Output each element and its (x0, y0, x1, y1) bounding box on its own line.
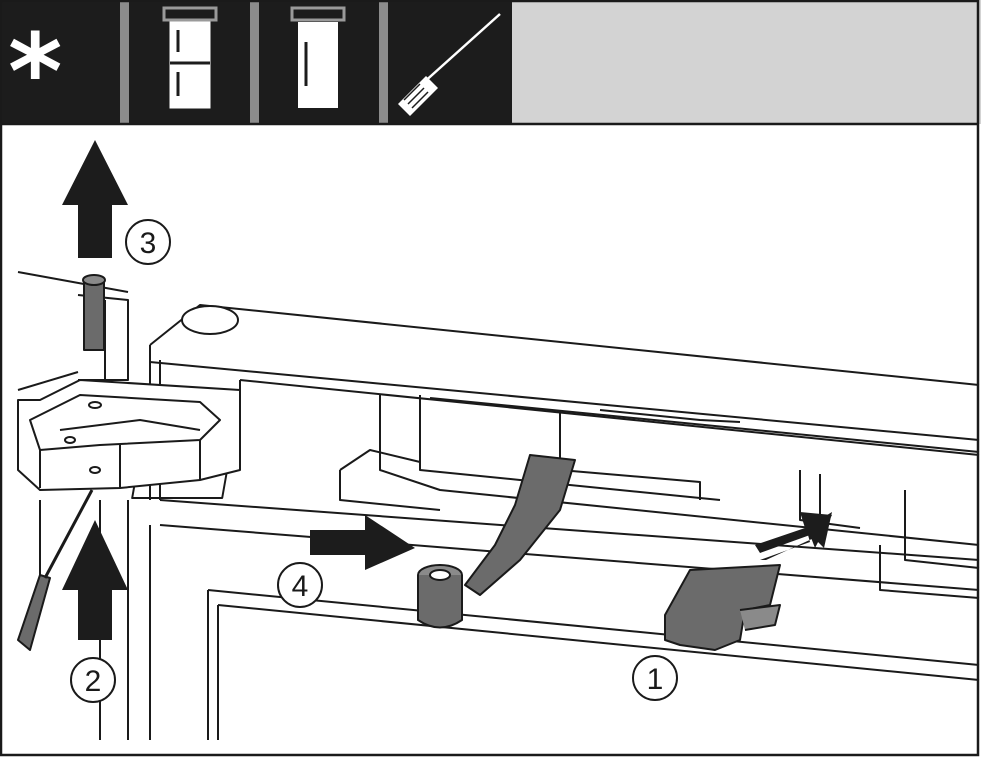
appliance-internal-frame (131, 379, 980, 599)
hinge-assembly (17, 294, 241, 491)
arrow-diagonal-head (755, 512, 832, 553)
grey-clip (664, 564, 781, 651)
screwdriver-icon (398, 13, 501, 116)
step-2-callout: 2 (70, 657, 116, 703)
step-4-label: 4 (292, 570, 309, 603)
screwdriver-tool (17, 489, 94, 651)
step-2-label: 2 (85, 665, 102, 698)
header-separator (379, 0, 388, 124)
header-separator (120, 0, 129, 124)
fridge-freezer-combo-icon (162, 6, 218, 109)
motion-arrows (62, 140, 832, 640)
step-3-callout: 3 (125, 219, 171, 265)
step-1-callout: 1 (632, 655, 678, 701)
step-3-label: 3 (140, 227, 157, 260)
hinge-pin (82, 274, 106, 351)
appliance-door (149, 499, 980, 740)
arrow-up-step-3 (62, 140, 128, 258)
removal-strap (417, 454, 576, 629)
step-4-callout: 4 (277, 562, 323, 608)
single-door-fridge-icon (290, 6, 346, 108)
header-separator (250, 0, 259, 124)
step-callouts: 3 2 4 1 (70, 219, 678, 703)
arrow-right-step-4 (310, 515, 415, 570)
step-1-label: 1 (647, 663, 664, 696)
appliance-drawing (17, 271, 980, 740)
header-bar: * (0, 0, 981, 133)
freezer-star-icon: * (8, 11, 62, 133)
arrow-up-step-2 (62, 520, 128, 640)
star-glyph: * (8, 11, 62, 133)
